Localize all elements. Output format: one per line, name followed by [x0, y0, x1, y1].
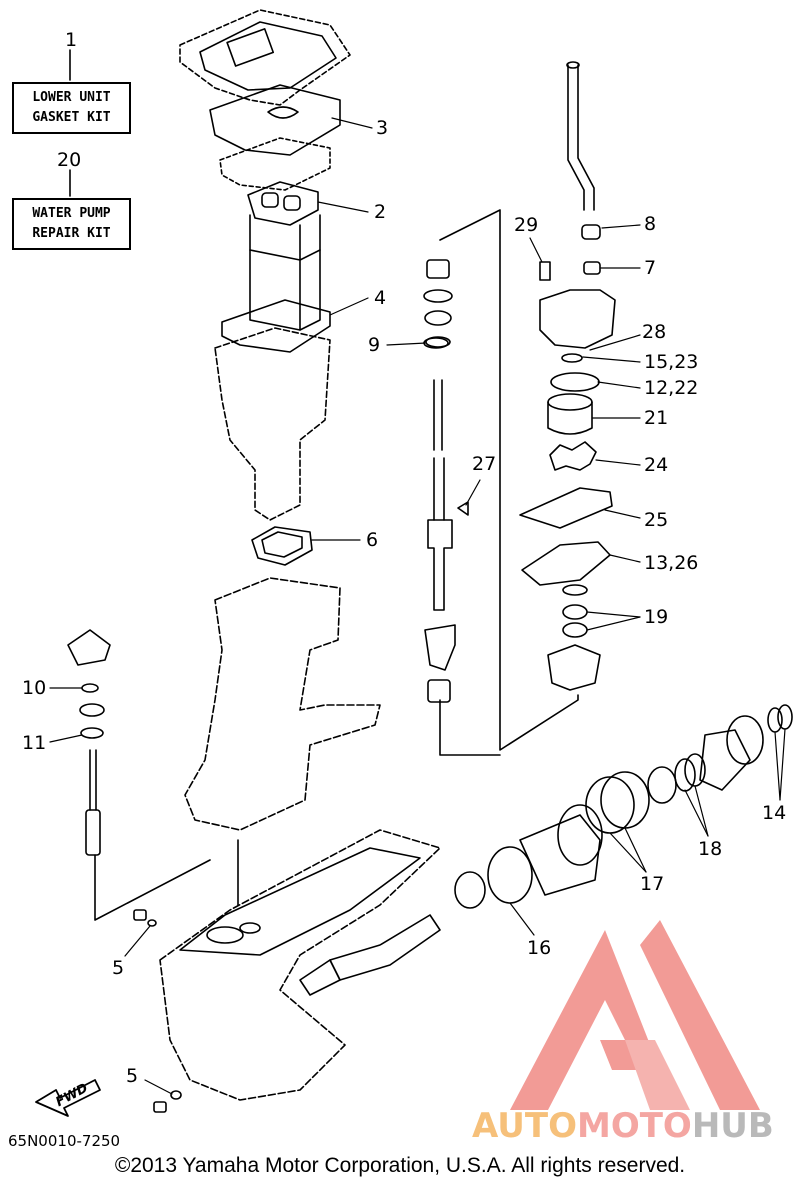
drain-screw-5a	[133, 909, 157, 927]
o-ring-15-23	[561, 353, 583, 363]
oil-seal-housing	[547, 644, 601, 691]
kit20-line2: REPAIR KIT	[32, 226, 111, 241]
kit1-number: 1	[65, 29, 78, 51]
water-tube	[566, 61, 595, 211]
callout-16: 16	[527, 937, 552, 959]
kit20-line1: WATER PUMP	[32, 206, 111, 221]
o-ring-11	[80, 727, 104, 739]
callout-8: 8	[644, 213, 657, 235]
lower-unit-port	[206, 926, 244, 944]
exhaust-guide	[249, 214, 321, 331]
pump-housing	[539, 289, 616, 349]
o-ring-12-22	[550, 372, 600, 392]
callout-6: 6	[366, 529, 379, 551]
seal-14a	[767, 707, 783, 733]
impeller-24	[549, 441, 597, 471]
seal-19a	[562, 604, 588, 620]
bolt-29	[539, 261, 551, 281]
o-ring-17a	[585, 776, 635, 834]
callout-29: 29	[514, 214, 539, 236]
callout-9: 9	[368, 334, 381, 356]
callout-19: 19	[644, 606, 669, 628]
gasket-3	[209, 84, 341, 156]
watermark-part-2: MOTO	[576, 1106, 692, 1146]
shift-rod	[85, 749, 101, 856]
seal-6	[251, 526, 313, 566]
needle-bearing	[427, 679, 451, 703]
callout-24: 24	[644, 454, 669, 476]
kit1-line1: LOWER UNIT	[32, 90, 111, 105]
callout-25: 25	[644, 509, 669, 531]
watermark-text: AUTOMOTOHUB	[472, 1106, 774, 1146]
o-ring-17b	[600, 771, 650, 829]
plate-25	[519, 487, 613, 529]
bearing-housing	[519, 804, 603, 896]
link-line-left	[94, 854, 211, 921]
kit20-number: 20	[57, 149, 82, 171]
bearing-16	[454, 871, 486, 909]
link-line-right	[439, 209, 579, 751]
lower-unit-gasket-kit-box: LOWER UNIT GASKET KIT	[12, 82, 131, 134]
drive-shaft-housing	[424, 624, 456, 671]
seal-19b	[562, 622, 588, 638]
callout-3: 3	[376, 117, 389, 139]
kit1-line2: GASKET KIT	[32, 110, 111, 125]
grommet-8	[581, 224, 601, 240]
gasket-4	[221, 299, 331, 353]
grommet-7	[583, 261, 601, 275]
callout-14: 14	[762, 802, 787, 824]
exhaust-housing	[214, 327, 331, 521]
callout-17: 17	[640, 873, 665, 895]
callout-13-26: 13,26	[644, 552, 699, 574]
drive-shaft	[427, 379, 453, 611]
callout-28: 28	[642, 321, 667, 343]
lower-unit-housing	[159, 829, 441, 1101]
shift-rod-holder	[67, 629, 111, 666]
callout-2: 2	[374, 201, 387, 223]
cap-plate	[699, 729, 751, 791]
leader-lines	[49, 117, 786, 1095]
callout-5b: 5	[126, 1065, 139, 1087]
lower-unit-port-2	[239, 922, 261, 934]
bearing	[647, 766, 677, 804]
cartridge-21	[547, 393, 593, 435]
water-pump-repair-kit-box: WATER PUMP REPAIR KIT	[12, 198, 131, 250]
bushing	[79, 703, 105, 717]
callout-27: 27	[472, 453, 497, 475]
gasket-2	[247, 181, 319, 226]
callout-15-23: 15,23	[644, 351, 699, 373]
drain-screw-5b	[153, 1090, 182, 1113]
gasket-13-26	[521, 541, 611, 586]
upper-casing	[184, 577, 381, 831]
watermark-part-3: HUB	[691, 1106, 774, 1146]
link-line-shaft	[439, 699, 501, 756]
watermark-logo-icon	[510, 920, 760, 1110]
key-27	[457, 501, 469, 516]
watermark-part-1: AUTO	[472, 1106, 577, 1146]
fwd-arrow-icon	[35, 1079, 101, 1117]
callout-7: 7	[644, 257, 657, 279]
upper-casing-gasket	[179, 9, 351, 106]
gasket-3-spacer	[219, 137, 331, 191]
cap-ring	[726, 715, 764, 765]
seal-14b	[777, 704, 793, 730]
callout-12-22: 12,22	[644, 377, 699, 399]
oil-seal-upper	[562, 584, 588, 596]
o-ring-16	[487, 846, 533, 904]
callout-11: 11	[22, 732, 47, 754]
callout-4: 4	[374, 287, 387, 309]
bearing-stack	[423, 259, 453, 348]
document-code: 65N0010-7250	[8, 1132, 121, 1150]
propeller-shaft	[299, 914, 441, 996]
lower-unit-plate	[179, 847, 421, 956]
copyright-notice: ©2013 Yamaha Motor Corporation, U.S.A. A…	[114, 1154, 686, 1177]
callout-5a: 5	[112, 957, 125, 979]
callout-10: 10	[22, 677, 47, 699]
callout-18: 18	[698, 838, 723, 860]
callout-21: 21	[644, 407, 669, 429]
seal-10	[81, 683, 99, 693]
